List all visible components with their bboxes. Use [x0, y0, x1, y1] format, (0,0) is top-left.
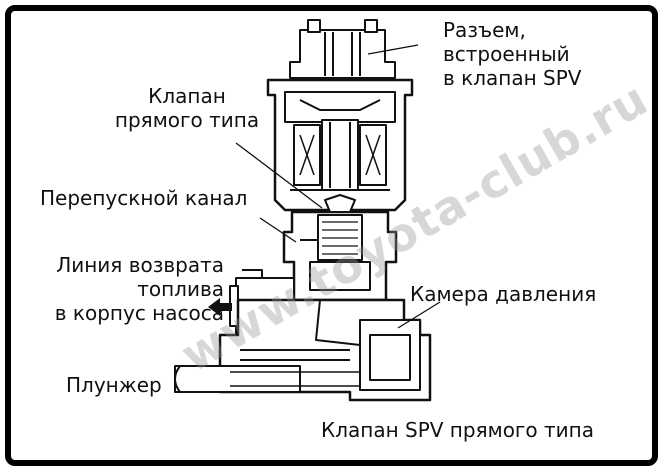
- leader-lines: [235, 44, 441, 329]
- label-plunger: Плунжер: [66, 373, 162, 397]
- label-connector-line3: в клапан SPV: [443, 66, 582, 90]
- label-direct-valve-line1: Клапан: [148, 84, 226, 108]
- label-return-line1: Линия возврата: [56, 253, 224, 277]
- label-connector-line2: встроенный: [443, 42, 570, 66]
- label-pressure-chamber: Камера давления: [410, 282, 597, 306]
- label-connector-line1: Разъем,: [443, 18, 526, 42]
- label-direct-valve: Клапан прямого типа: [112, 84, 262, 132]
- solenoid-body: [266, 78, 414, 212]
- plunger: [174, 365, 360, 393]
- label-return-line2: топлива: [137, 277, 224, 301]
- return-arrow: [208, 298, 232, 316]
- label-connector: Разъем, встроенный в клапан SPV: [443, 18, 581, 90]
- caption: Клапан SPV прямого типа: [321, 418, 595, 442]
- label-return-line: Линия возврата топлива в корпус насоса: [10, 253, 224, 325]
- valve-section: [282, 194, 398, 302]
- connector-housing: [289, 19, 396, 79]
- label-direct-valve-line2: прямого типа: [114, 108, 260, 132]
- label-bypass: Перепускной канал: [40, 186, 248, 210]
- label-return-line3: в корпус насоса: [54, 301, 224, 325]
